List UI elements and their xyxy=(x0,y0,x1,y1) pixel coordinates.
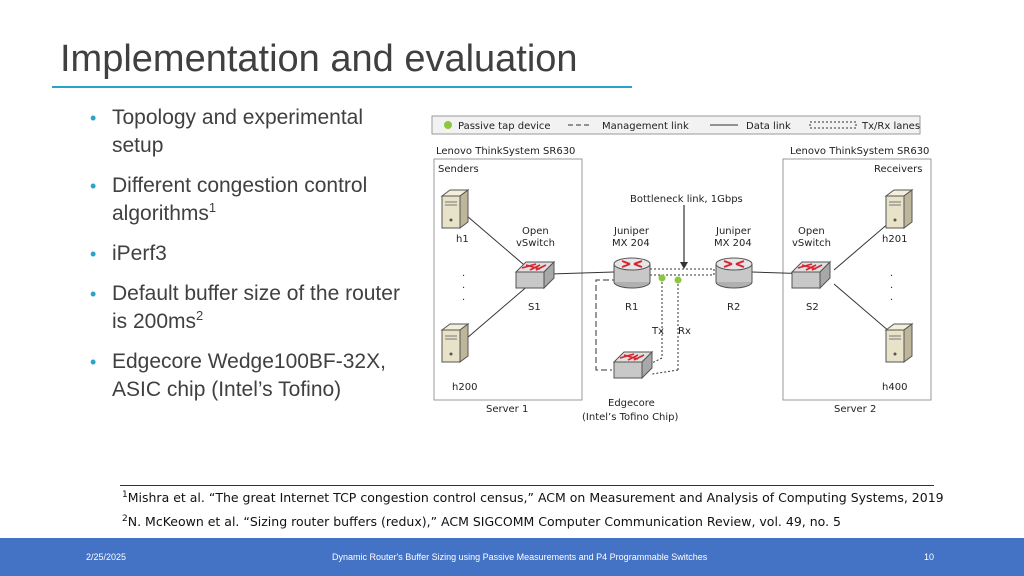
management-link xyxy=(595,279,618,371)
footer-date: 2/25/2025 xyxy=(86,552,127,562)
ellipsis-dot: . xyxy=(890,292,893,303)
r1-label-line1: Juniper xyxy=(613,226,650,237)
s1-label-line1: Open xyxy=(522,226,549,237)
bullet-item: • Default buffer size of the router is 20… xyxy=(88,280,408,336)
bullet-text: Different congestion control algorithms xyxy=(112,174,368,225)
page-title: Implementation and evaluation xyxy=(60,38,578,80)
router-icon xyxy=(715,257,753,289)
ellipsis-dot: . xyxy=(462,268,465,279)
server-icon xyxy=(441,323,469,363)
bullet-icon: • xyxy=(90,352,97,372)
edgecore-label: Edgecore xyxy=(608,398,655,409)
legend-management-link: Management link xyxy=(602,121,689,132)
bottleneck-link xyxy=(649,268,715,276)
citation-marker: 1 xyxy=(208,200,217,215)
r2-label-line2: MX 204 xyxy=(714,238,752,249)
host-h200-label: h200 xyxy=(452,382,477,393)
server2-box xyxy=(782,158,932,401)
tap-device-icon xyxy=(658,274,666,282)
footer-title: Dynamic Router's Buffer Sizing using Pas… xyxy=(332,552,708,562)
footnote-text: N. McKeown et al. “Sizing router buffers… xyxy=(127,514,841,529)
bullet-item: • iPerf3 xyxy=(88,240,408,268)
host-h1-label: h1 xyxy=(456,234,469,245)
bullet-list: • Topology and experimental setup • Differ… xyxy=(88,104,408,416)
tap-rx-to-edgecore xyxy=(651,369,679,375)
ellipsis-dot: . xyxy=(890,280,893,291)
ellipsis-dot: . xyxy=(462,280,465,291)
edgecore-chip-label: (Intel’s Tofino Chip) xyxy=(582,412,679,423)
server1-label: Server 1 xyxy=(486,404,528,415)
r1-name: R1 xyxy=(625,302,638,313)
bullet-text: Edgecore Wedge100BF-32X, ASIC chip (Inte… xyxy=(112,350,386,401)
bullet-text: Default buffer size of the router is 200… xyxy=(112,282,400,333)
left-server-model: Lenovo ThinkSystem SR630 xyxy=(436,146,575,157)
s2-name: S2 xyxy=(806,302,819,313)
bullet-item: • Topology and experimental setup xyxy=(88,104,408,160)
s1-name: S1 xyxy=(528,302,541,313)
footnote-marker: 1 xyxy=(122,490,128,500)
receivers-label: Receivers xyxy=(874,164,922,175)
bullet-item: • Edgecore Wedge100BF-32X, ASIC chip (Int… xyxy=(88,348,408,404)
legend-data-link: Data link xyxy=(746,121,791,132)
arrowhead-icon xyxy=(680,262,688,269)
topology-diagram: Passive tap device Management link Data … xyxy=(431,115,932,423)
txrx-legend-icon xyxy=(809,121,857,129)
link-s1-r1 xyxy=(549,271,615,275)
server-icon xyxy=(441,189,469,229)
ellipsis-dot: . xyxy=(890,268,893,279)
switch-icon xyxy=(791,261,831,289)
bullet-icon: • xyxy=(90,176,97,196)
bullet-icon: • xyxy=(90,284,97,304)
rx-label: Rx xyxy=(678,326,691,337)
switch-icon xyxy=(515,261,555,289)
footnote-text: Mishra et al. “The great Internet TCP co… xyxy=(127,490,944,505)
footer-bar: 2/25/2025 Dynamic Router's Buffer Sizing… xyxy=(0,538,1024,576)
router-icon xyxy=(613,257,651,289)
footnote-1: 1Mishra et al. “The great Internet TCP c… xyxy=(122,490,944,505)
bullet-text: iPerf3 xyxy=(112,242,167,265)
server2-label: Server 2 xyxy=(834,404,876,415)
server-icon xyxy=(885,323,913,363)
citation-marker: 2 xyxy=(196,308,204,323)
switch-icon xyxy=(613,351,653,379)
link-h1-s1 xyxy=(459,209,531,271)
tap-device-icon xyxy=(674,276,682,284)
server1-box xyxy=(433,158,583,401)
title-underline xyxy=(52,86,632,88)
host-h201-label: h201 xyxy=(882,234,907,245)
legend-box xyxy=(431,115,921,135)
tap-legend-icon xyxy=(444,121,452,129)
s2-label-line1: Open xyxy=(798,226,825,237)
link-h200-s1 xyxy=(459,283,531,345)
bullet-text: Topology and experimental setup xyxy=(112,106,363,157)
footnote-2: 2N. McKeown et al. “Sizing router buffer… xyxy=(122,514,841,529)
legend-passive-tap: Passive tap device xyxy=(458,121,551,132)
r2-name: R2 xyxy=(727,302,740,313)
footnote-marker: 2 xyxy=(122,514,128,524)
page-number: 10 xyxy=(924,552,935,562)
bottleneck-label: Bottleneck link, 1Gbps xyxy=(630,194,743,205)
r1-label-line2: MX 204 xyxy=(612,238,650,249)
r2-label-line1: Juniper xyxy=(715,226,752,237)
legend-txrx: Tx/Rx lanes xyxy=(861,121,920,132)
host-h400-label: h400 xyxy=(882,382,907,393)
tx-label: Tx xyxy=(651,326,664,337)
server-icon xyxy=(885,189,913,229)
senders-label: Senders xyxy=(438,164,479,175)
bullet-icon: • xyxy=(90,244,97,264)
bullet-icon: • xyxy=(90,108,97,128)
footnote-divider xyxy=(120,485,934,486)
s1-label-line2: vSwitch xyxy=(516,238,555,249)
ellipsis-dot: . xyxy=(462,292,465,303)
bullet-item: • Different congestion control algorithms… xyxy=(88,172,408,228)
s2-label-line2: vSwitch xyxy=(792,238,831,249)
right-server-model: Lenovo ThinkSystem SR630 xyxy=(790,146,929,157)
